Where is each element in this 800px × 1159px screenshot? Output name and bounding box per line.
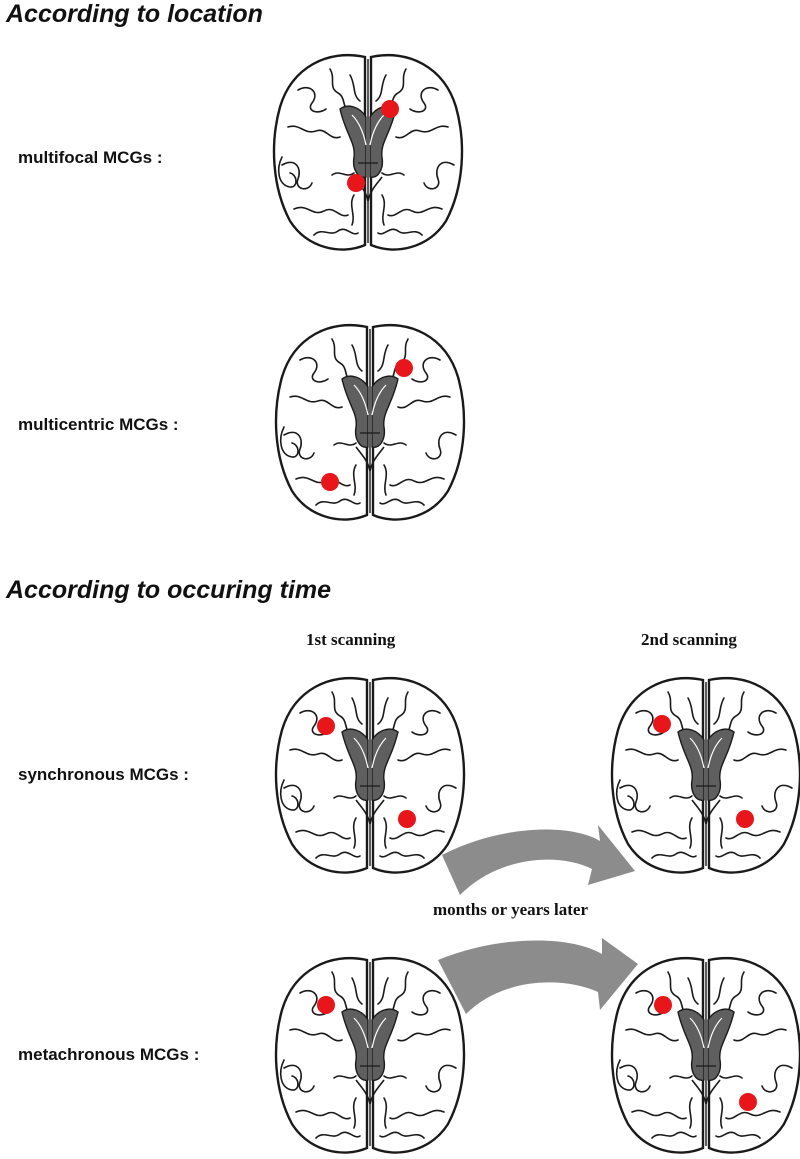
- brain-metachronous-first: [270, 948, 470, 1158]
- lesion-marker: [381, 100, 399, 118]
- brain-multifocal: [268, 45, 468, 255]
- lesion-marker: [317, 717, 335, 735]
- multicentric-label: multicentric MCGs :: [18, 415, 179, 434]
- brain-metachronous-second: [606, 948, 800, 1158]
- lesion-marker: [321, 473, 339, 491]
- arrow-caption: months or years later: [433, 900, 589, 919]
- multifocal-label: multifocal MCGs :: [18, 148, 163, 167]
- section-title-location: According to location: [6, 0, 263, 28]
- arrow-synchronous: [442, 825, 635, 895]
- metachronous-label: metachronous MCGs :: [18, 1045, 200, 1064]
- lesion-marker: [317, 996, 335, 1014]
- arrow-metachronous: [438, 938, 638, 1014]
- lesion-marker: [653, 715, 671, 733]
- synchronous-label: synchronous MCGs :: [18, 765, 189, 784]
- brain-multicentric: [270, 315, 470, 525]
- section-title-time: According to occuring time: [6, 576, 332, 604]
- lesion-marker: [347, 174, 365, 192]
- lesion-marker: [736, 810, 754, 828]
- brain-synchronous-second: [606, 668, 800, 878]
- lesion-marker: [398, 810, 416, 828]
- lesion-marker: [654, 996, 672, 1014]
- brain-synchronous-first: [270, 668, 470, 878]
- second-scanning-label: 2nd scanning: [641, 630, 737, 649]
- lesion-marker: [739, 1093, 757, 1111]
- lesion-marker: [395, 359, 413, 377]
- first-scanning-label: 1st scanning: [306, 630, 396, 649]
